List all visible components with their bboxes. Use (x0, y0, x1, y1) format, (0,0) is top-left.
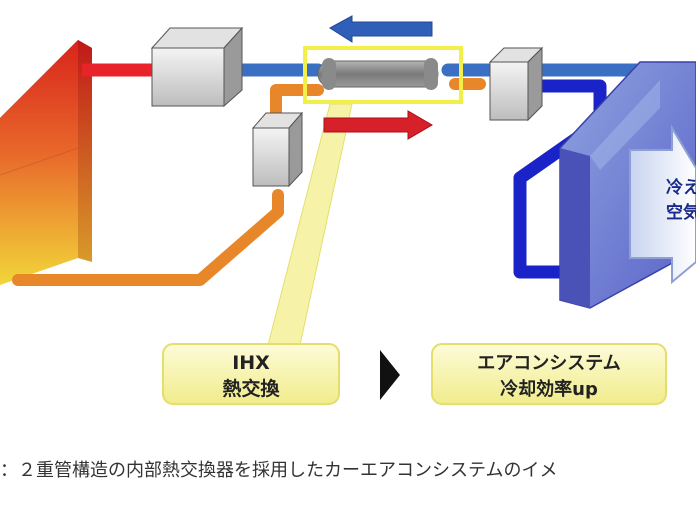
cool-air-label-1: 冷え (666, 177, 696, 198)
condenser-panel (0, 40, 92, 285)
compressor-box (150, 26, 244, 108)
ihx-label-box: IHX 熱交換 (162, 343, 340, 405)
figure-caption: ：２重管構造の内部熱交換器を採用したカーエアコンシステムのイメ (0, 460, 557, 481)
expansion-valve-box (251, 111, 304, 188)
cool-air-label-2: 空気 (666, 202, 696, 223)
ihx-label-line1: IHX (232, 352, 270, 374)
ihx-highlight-frame (303, 46, 463, 104)
ac-system-label-box: エアコンシステム 冷却効率up (431, 343, 667, 405)
red-flow-arrow (323, 110, 433, 140)
ac-label-line1: エアコンシステム (477, 353, 620, 374)
cool-air-arrow: 冷え 空気 (629, 124, 696, 285)
ihx-label-line2: 熱交換 (222, 377, 280, 400)
ihx-double-tube (317, 58, 439, 90)
connector-box (488, 46, 544, 122)
result-arrow-icon (380, 350, 400, 400)
ac-label-line2: 冷却効率up (500, 378, 598, 400)
blue-flow-arrow (329, 15, 433, 43)
